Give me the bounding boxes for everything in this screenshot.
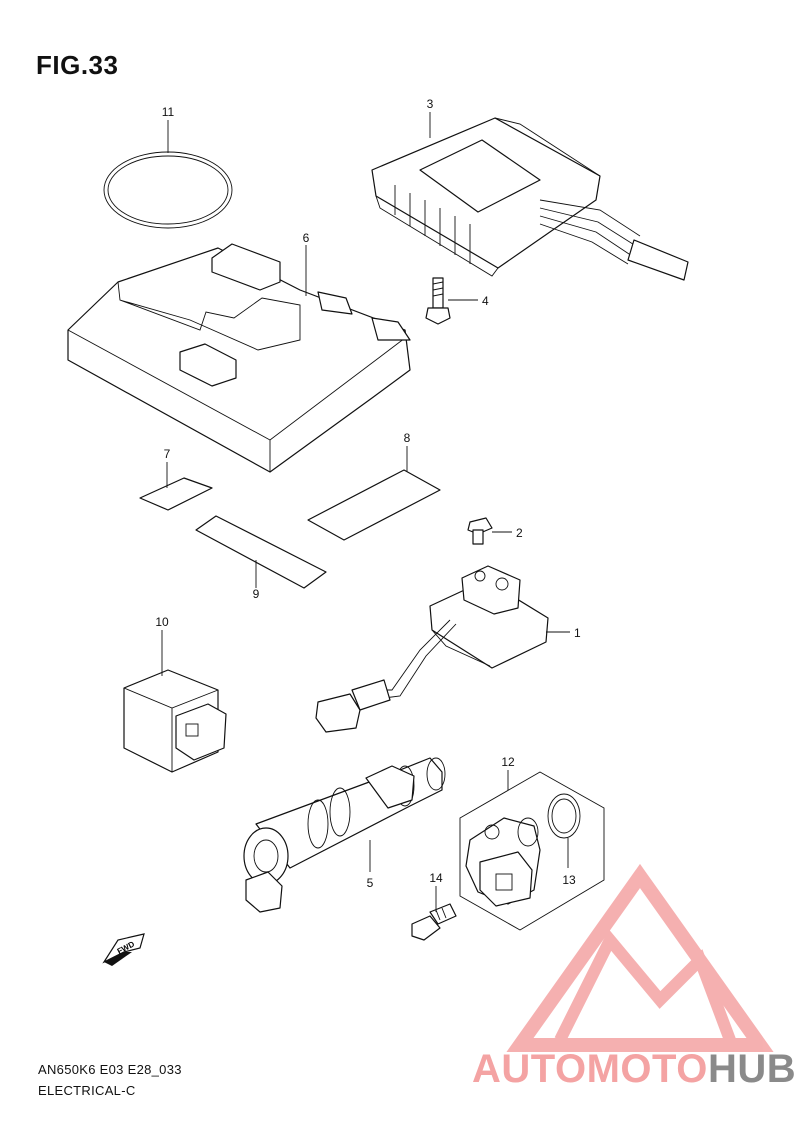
callout-3: 3: [427, 97, 434, 111]
part-7-pad: [139, 462, 213, 511]
footer-model-code: AN650K6 E03 E28_033: [38, 1062, 182, 1077]
callout-14: 14: [429, 871, 443, 885]
part-3-regulator-rectifier: [371, 112, 689, 281]
fwd-arrow: FWD: [102, 933, 145, 966]
part-12-sensor-assembly: [459, 770, 605, 931]
callout-9: 9: [253, 587, 260, 601]
watermark-text-main: AUTOMOTO: [472, 1047, 708, 1091]
callout-8: 8: [404, 431, 411, 445]
part-11-o-ring: [103, 120, 233, 229]
part-6-ecm: [67, 243, 411, 473]
part-14-screw: [411, 886, 457, 941]
callout-11: 11: [162, 105, 175, 119]
callout-12: 12: [501, 755, 515, 769]
watermark-wordmark: AUTOMOTO HUB: [472, 1047, 796, 1091]
part-1-starter-relay: [315, 565, 570, 733]
callout-2: 2: [516, 526, 523, 540]
watermark-text-hub: HUB: [708, 1047, 796, 1091]
callout-5: 5: [367, 876, 374, 890]
part-2-bolt: [467, 517, 512, 545]
figure-title: FIG.33: [36, 50, 119, 80]
part-10-connector: [123, 630, 227, 773]
callout-13: 13: [562, 873, 576, 887]
footer-section: ELECTRICAL-C: [38, 1083, 136, 1098]
callout-4: 4: [482, 294, 489, 308]
part-4-bolt: [425, 277, 478, 325]
callout-1: 1: [574, 626, 581, 640]
part-5-sensor: [243, 757, 446, 913]
callout-7: 7: [164, 447, 171, 461]
watermark-logo: [506, 863, 774, 1052]
part-9-pad: [195, 515, 327, 589]
callout-6: 6: [303, 231, 310, 245]
callout-10: 10: [155, 615, 169, 629]
part-8-pad: [307, 446, 441, 541]
